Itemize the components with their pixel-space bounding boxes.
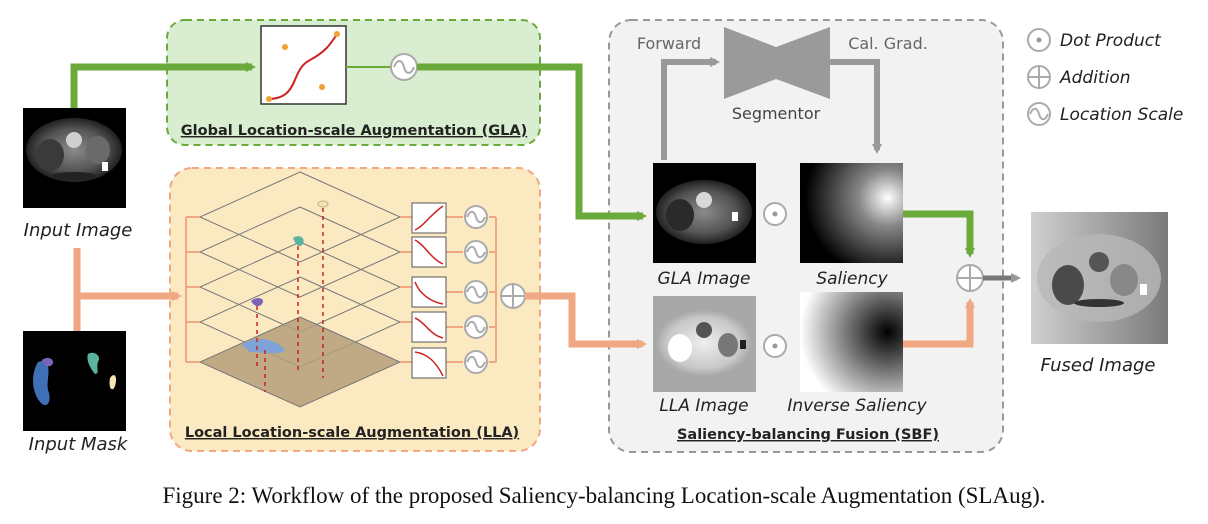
gla-image [653, 163, 756, 263]
input-image-label: Input Image [24, 220, 133, 241]
gray-arrow-cal-grad [830, 59, 882, 154]
fused-image-label: Fused Image [1040, 355, 1155, 376]
legend-dot-product: Dot Product [1060, 31, 1162, 51]
legend-location-scale: Location Scale [1060, 105, 1183, 125]
dot-product-legend-icon [1027, 28, 1051, 52]
lla-layer-stack [198, 171, 402, 408]
cal-grad-label: Cal. Grad. [848, 34, 928, 53]
lla-image-label: LLA Image [659, 396, 748, 416]
gla-curve-plot [260, 25, 347, 105]
gla-location-scale-icon [390, 53, 418, 81]
segmentor-block [724, 27, 830, 99]
fused-image [1031, 212, 1168, 344]
lla-mini-plots [411, 202, 447, 379]
gla-title: Global Location-scale Augmentation (GLA) [181, 123, 527, 139]
green-arrow-gla-to-gla-image [417, 63, 647, 221]
legend-addition: Addition [1059, 68, 1131, 88]
orange-arrow-inverse-to-fusion [903, 298, 975, 348]
input-image [23, 108, 126, 208]
lla-organ-shapes [242, 200, 329, 354]
lla-projection-lines [256, 208, 324, 392]
legend: Dot Product Addition Location Scale [1027, 28, 1183, 126]
location-scale-legend-icon [1027, 102, 1051, 126]
input-mask-label: Input Mask [29, 434, 129, 455]
inverse-saliency-label: Inverse Saliency [787, 396, 927, 416]
lla-addition-icon [500, 283, 526, 309]
segmentor-label: Segmentor [732, 104, 821, 123]
figure-caption: Figure 2: Workflow of the proposed Salie… [162, 483, 1045, 508]
lla-image [653, 296, 756, 392]
saliency-label: Saliency [816, 269, 888, 289]
sbf-title: Saliency-balancing Fusion (SBF) [677, 427, 939, 443]
lla-title: Local Location-scale Augmentation (LLA) [185, 425, 519, 441]
dot-product-icon-bottom [763, 334, 787, 358]
saliency-map [800, 163, 903, 263]
green-arrow-saliency-to-fusion [903, 210, 975, 258]
gla-image-label: GLA Image [658, 269, 751, 289]
dot-product-icon-top [763, 202, 787, 226]
addition-legend-icon [1027, 65, 1051, 89]
orange-arrow-lla-to-lla-image [525, 292, 647, 349]
input-mask [23, 331, 126, 431]
fusion-addition-icon [956, 264, 984, 292]
forward-label: Forward [637, 34, 701, 53]
gray-arrow-forward [661, 57, 720, 160]
inverse-saliency-map [800, 292, 903, 392]
green-arrow-input-to-gla [70, 62, 256, 108]
lla-branch-lines [185, 216, 497, 363]
lla-location-scale-icons [464, 205, 488, 374]
